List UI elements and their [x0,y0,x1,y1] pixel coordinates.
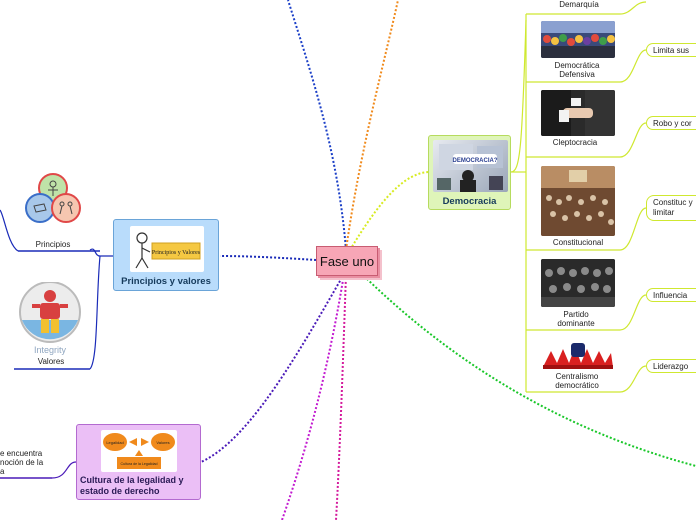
svg-text:DEMOCRACIA?: DEMOCRACIA? [453,158,498,164]
svg-text:Valores: Valores [156,440,169,445]
subtopic-cleptocracia-label[interactable]: Cleptocracia [552,138,598,147]
cultura-subtopic-line-1[interactable]: e encuentra [0,449,43,458]
cultura-legalidad-title: Cultura de la legalidad y estado de dere… [80,475,184,496]
central-topic-label: Fase uno [319,253,375,269]
cultura-subtopic-line-3[interactable]: a [0,467,5,476]
valores-image: Integrity [16,282,84,356]
democracia-image: DEMOCRACIA? [433,140,508,192]
subtopic-partido-dominante-label[interactable]: Partido dominante [557,310,595,328]
svg-text:Integrity: Integrity [34,345,67,355]
subtopic-principios-label[interactable]: Principios [35,240,71,249]
detail-constitucional[interactable]: Constituc y limitar [646,195,696,221]
cleptocracia-image [541,90,615,136]
svg-text:Legalidad: Legalidad [106,440,123,445]
partido-dominante-image [541,259,615,307]
subtopic-valores-label[interactable]: Valores [37,357,65,366]
detail-cleptocracia[interactable]: Robo y cor [646,116,696,130]
principios-valores-title: Principios y valores [121,276,211,287]
centralismo-image [541,339,615,371]
detail-centralismo[interactable]: Liderazgo [646,359,696,373]
topic-cultura-legalidad[interactable]: Legalidad Valores Cultura de la Legalida… [76,424,201,500]
svg-text:Cultura de la Legalidad: Cultura de la Legalidad [121,462,158,466]
svg-text:Principios y Valores: Principios y Valores [152,250,201,256]
cultura-subtopic-line-2[interactable]: noción de la [0,458,44,467]
principios-image [22,172,84,228]
subtopic-defensiva-label[interactable]: Democrática Defensiva [554,61,600,79]
principios-valores-image: Principios y Valores [130,226,204,272]
central-topic[interactable]: Fase uno [316,246,378,276]
detail-partido-dominante[interactable]: Influencia [646,288,696,302]
defensiva-image [541,21,615,58]
constitucional-image [541,166,615,236]
subtopic-constitucional-label[interactable]: Constitucional [552,238,604,247]
topic-principios-valores[interactable]: Principios y Valores Principios y valore… [113,219,219,291]
subtopic-centralismo-label[interactable]: Centralismo democrático [555,372,599,390]
detail-defensiva[interactable]: Limita sus [646,43,696,57]
cultura-legalidad-image: Legalidad Valores Cultura de la Legalida… [101,430,177,472]
democracia-title: Democracia [442,196,497,207]
topic-democracia[interactable]: DEMOCRACIA? Democracia [428,135,511,210]
subtopic-demarquia-label[interactable]: Demarquía [559,0,599,9]
